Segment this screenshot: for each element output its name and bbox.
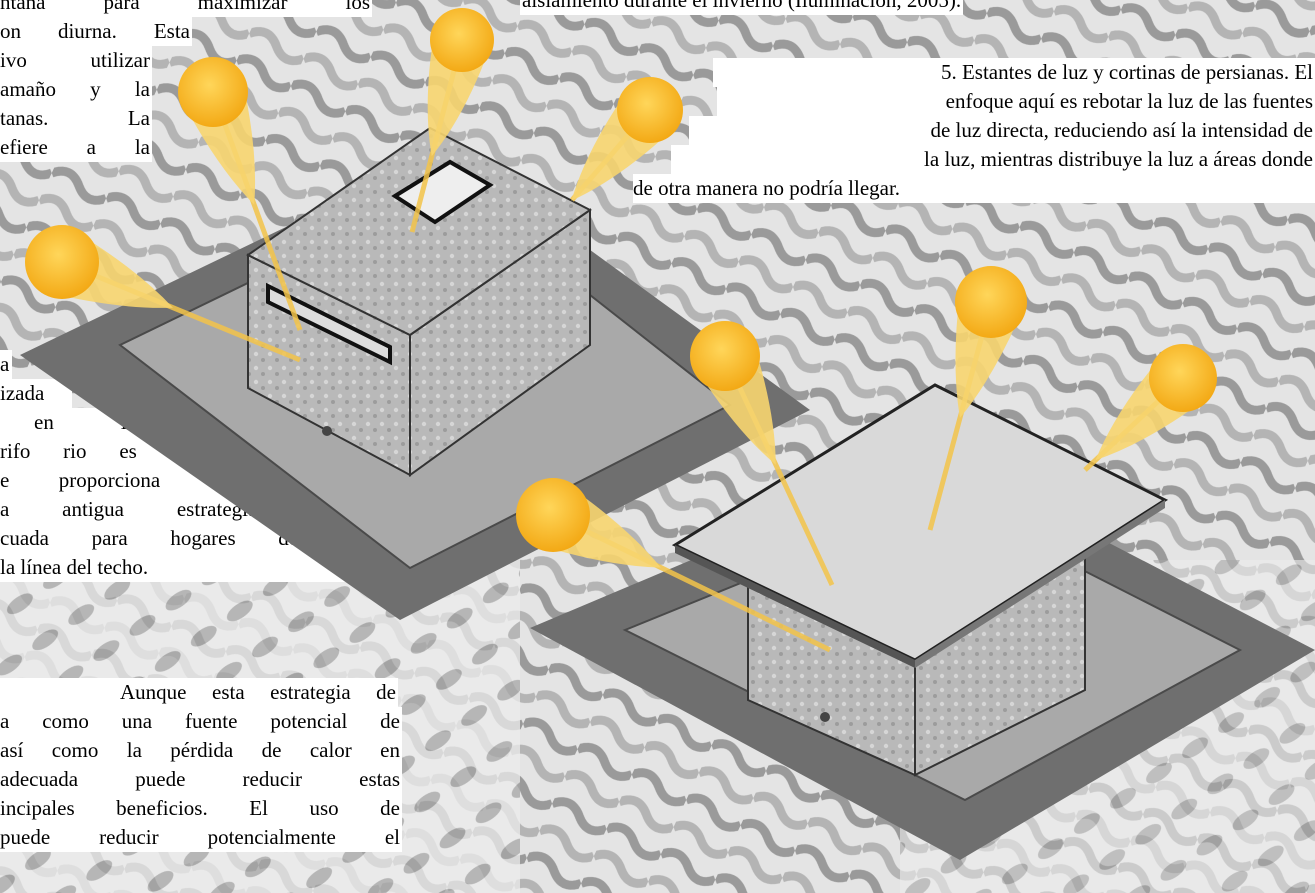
sun-icon	[570, 77, 683, 202]
text-line: tanas. La	[0, 104, 152, 133]
sun-icon	[690, 321, 835, 587]
sun-disc	[1149, 344, 1217, 412]
text-line: enfoque aquí es rebotar la luz de las fu…	[717, 87, 1315, 116]
sun-icon	[927, 266, 1027, 531]
text-line: a como una fuente potencial de	[0, 707, 402, 736]
text-line: Aunque esta estrategia de	[0, 678, 398, 707]
text-line: on diurna. Esta	[0, 17, 192, 46]
sun-icon	[409, 8, 494, 233]
text-line: incipales beneficios. El uso de	[0, 794, 402, 823]
sun-icon	[516, 478, 832, 653]
text-line: ntana para maximizar los	[0, 0, 372, 17]
text-line: de luz directa, reduciendo así la intens…	[689, 116, 1315, 145]
sun-disc	[690, 321, 760, 391]
sun-disc	[516, 478, 590, 552]
house-skylight-model	[20, 126, 810, 620]
text-line: así como la pérdida de calor en	[0, 736, 402, 765]
text-line: puede reducir potencialmente el	[0, 823, 402, 852]
text-line: efiere a la	[0, 133, 152, 162]
sun-icon	[1083, 344, 1217, 472]
sun-disc	[955, 266, 1027, 338]
text-line: la luz, mientras distribuye la luz a áre…	[671, 145, 1315, 174]
left-paragraph-3: Aunque esta estrategia de a como una fue…	[0, 678, 402, 852]
text-line: a	[0, 350, 12, 379]
canopy-edge	[675, 545, 915, 668]
text-line: adecuada puede reducir estas	[0, 765, 402, 794]
top-right-caption: aislamiento durante el invierno (Ilumina…	[520, 0, 964, 15]
text-line: de otra manera no podría llegar.	[633, 174, 1315, 203]
caption-line: aislamiento durante el invierno (Ilumina…	[520, 0, 964, 15]
house-light-shelf-model	[530, 383, 1315, 860]
drain-knob	[820, 712, 830, 722]
text-line: 5. Estantes de luz y cortinas de persian…	[713, 58, 1315, 87]
sun-icon	[25, 225, 301, 363]
sun-icon	[178, 57, 303, 331]
drain-knob	[322, 426, 332, 436]
section-5-paragraph: 5. Estantes de luz y cortinas de persian…	[633, 58, 1315, 203]
sun-group	[25, 8, 1217, 653]
clerestory-window	[266, 282, 392, 366]
box-roof	[246, 126, 592, 337]
sun-disc	[430, 8, 494, 72]
canopy-edge	[915, 500, 1165, 668]
text-line: en la	[0, 408, 138, 437]
sun-disc	[25, 225, 99, 299]
sun-disc	[617, 77, 683, 143]
sun-disc	[178, 57, 248, 127]
text-line: ivo utilizar	[0, 46, 152, 75]
text-line: izada	[0, 379, 72, 408]
left-paragraph-1: ntana para maximizar los on diurna. Esta…	[0, 0, 372, 162]
text-line: amaño y la	[0, 75, 152, 104]
